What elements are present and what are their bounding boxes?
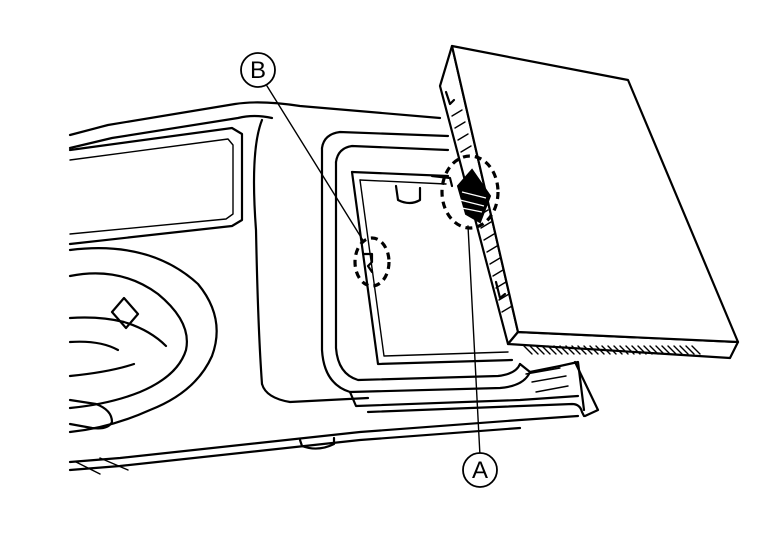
callout-b-label: B: [250, 57, 266, 84]
battery-pack: [430, 44, 740, 360]
callout-a-label: A: [472, 457, 488, 484]
highlight-circle-a: [440, 154, 500, 230]
battery-bottom-vents: [523, 345, 701, 355]
callout-b: B: [240, 52, 365, 243]
release-latch: [456, 168, 492, 224]
highlight-circle-b: [353, 236, 391, 288]
battery-hook-b: [362, 252, 374, 274]
callout-a: A: [462, 225, 498, 488]
lens-assembly: [68, 247, 218, 434]
battery-compartment: [320, 130, 600, 418]
battery-side-vents: [444, 90, 513, 313]
projector-housing: [68, 101, 580, 475]
